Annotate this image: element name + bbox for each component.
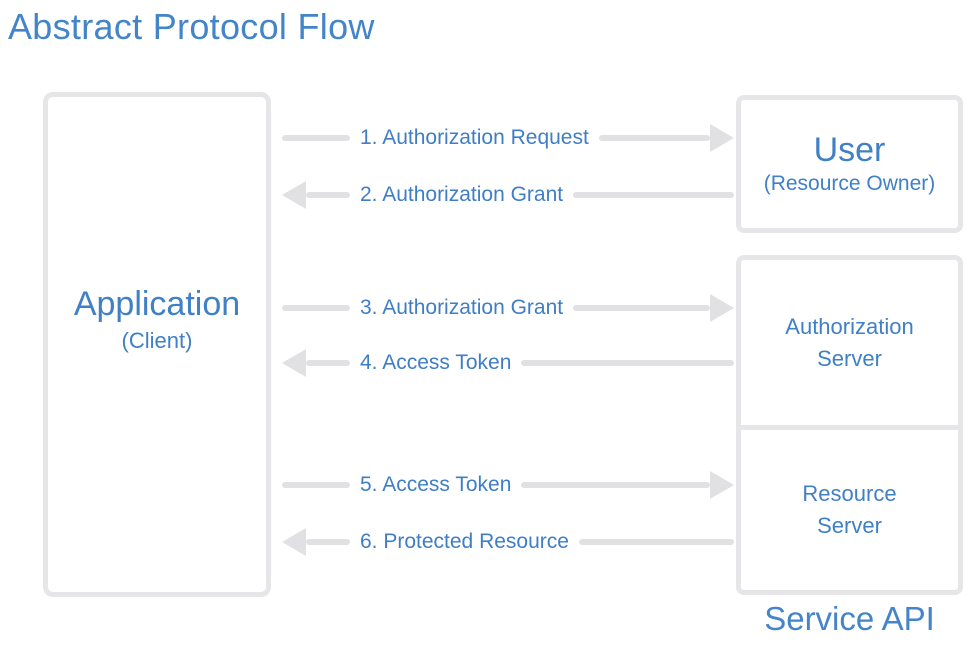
arrow-line xyxy=(306,360,350,366)
flow-arrow-step-4: 4. Access Token xyxy=(282,347,734,379)
user-label: User xyxy=(813,130,886,169)
arrow-line xyxy=(282,305,350,311)
arrow-line xyxy=(521,360,734,366)
service-api-label: Service API xyxy=(764,600,935,637)
application-sublabel: (Client) xyxy=(121,328,193,354)
flow-arrow-step-2: 2. Authorization Grant xyxy=(282,179,734,211)
resource-server-box: Resource Server xyxy=(736,425,963,595)
arrow-label: 5. Access Token xyxy=(360,473,512,496)
arrow-line xyxy=(282,135,350,141)
user-sublabel: (Resource Owner) xyxy=(763,172,936,196)
arrow-label: 4. Access Token xyxy=(360,351,512,374)
flow-arrow-step-3: 3. Authorization Grant xyxy=(282,292,734,324)
arrow-line xyxy=(598,135,710,141)
arrow-line xyxy=(573,192,734,198)
application-label: Application xyxy=(73,284,241,323)
arrow-label: 6. Protected Resource xyxy=(360,530,569,553)
authorization-server-label: Authorization Server xyxy=(785,313,914,371)
flow-arrow-step-6: 6. Protected Resource xyxy=(282,526,734,558)
arrow-label: 3. Authorization Grant xyxy=(360,296,564,319)
arrow-line xyxy=(573,305,710,311)
arrow-line xyxy=(306,539,350,545)
arrow-line xyxy=(521,482,710,488)
arrowhead-right-icon xyxy=(710,124,734,152)
user-box: User (Resource Owner) xyxy=(736,95,963,233)
arrow-label: 2. Authorization Grant xyxy=(360,183,564,206)
arrowhead-right-icon xyxy=(710,471,734,499)
arrow-line xyxy=(282,482,350,488)
arrow-label: 1. Authorization Request xyxy=(360,126,589,149)
arrowhead-left-icon xyxy=(282,181,306,209)
flow-arrow-step-1: 1. Authorization Request xyxy=(282,122,734,154)
diagram-title: Abstract Protocol Flow xyxy=(8,6,375,47)
arrowhead-right-icon xyxy=(710,294,734,322)
arrow-line xyxy=(306,192,350,198)
arrowhead-left-icon xyxy=(282,528,306,556)
flow-arrow-step-5: 5. Access Token xyxy=(282,469,734,501)
arrow-line xyxy=(578,539,734,545)
application-box: Application (Client) xyxy=(43,92,271,597)
authorization-server-box: Authorization Server xyxy=(736,255,963,425)
resource-server-label: Resource Server xyxy=(802,481,897,538)
arrowhead-left-icon xyxy=(282,349,306,377)
